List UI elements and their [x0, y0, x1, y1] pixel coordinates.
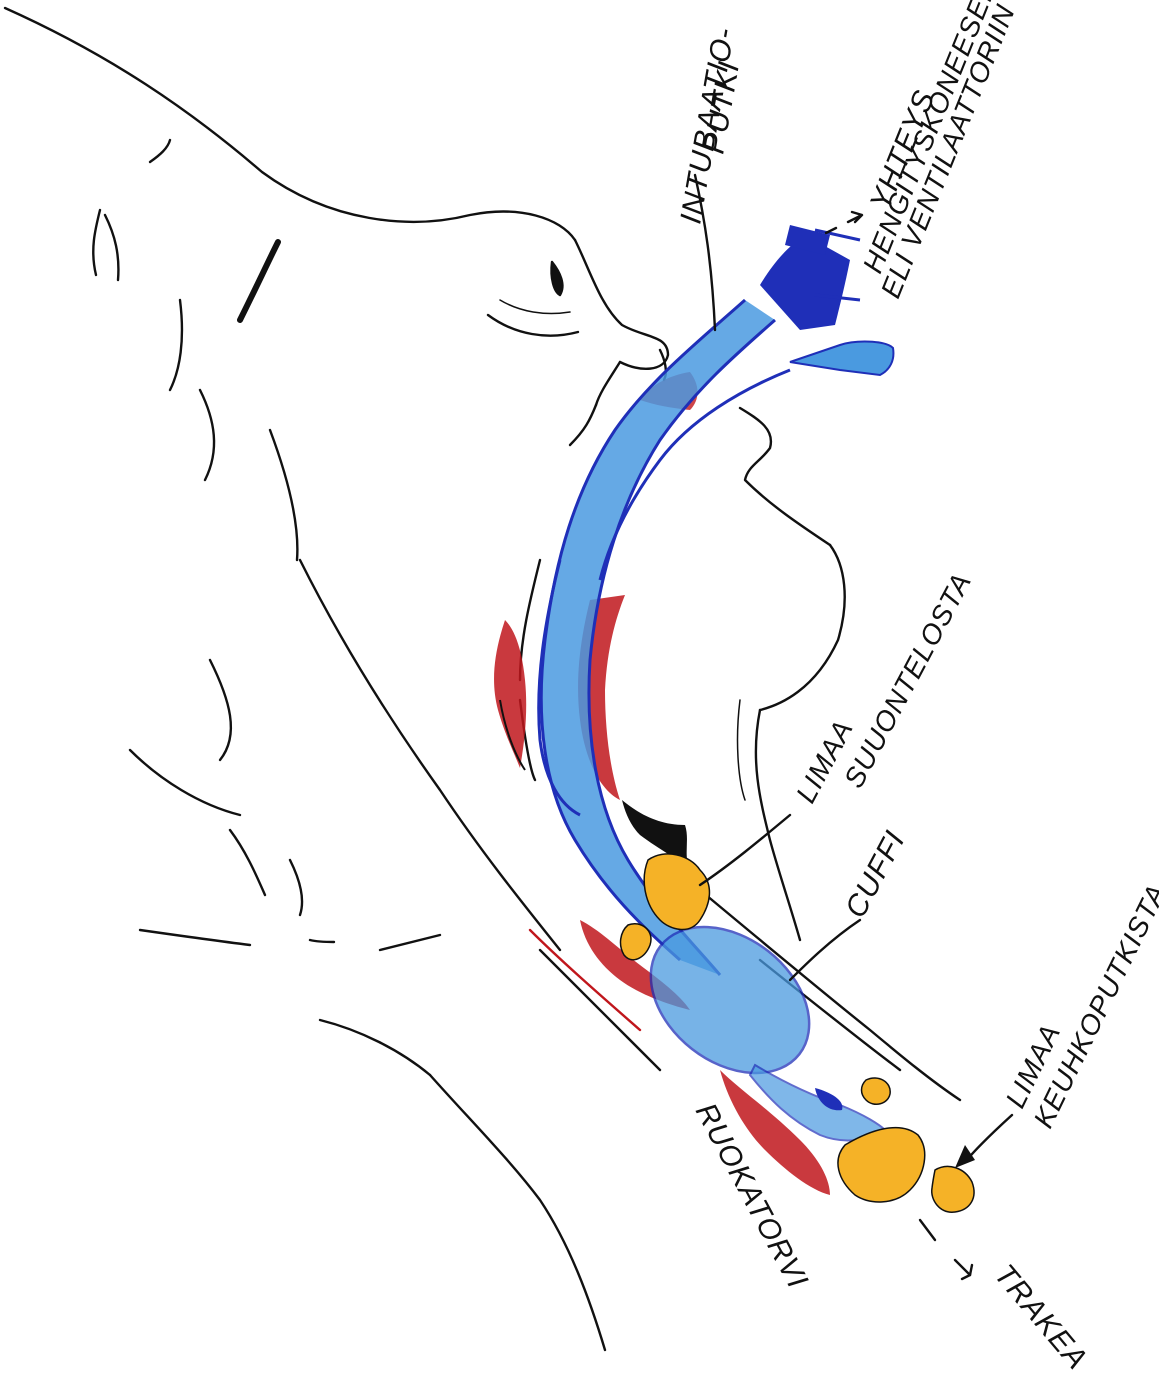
tissue-hatching — [494, 372, 830, 1195]
label-cuff: CUFFI — [839, 825, 912, 923]
label-mucus-sinus-2: SUUONTELOSTA — [838, 568, 977, 793]
head-outline — [5, 8, 972, 1350]
label-trachea: TRAKEA — [988, 1258, 1094, 1376]
label-mucus-bronchi-2: KEUHKOPUTKISTA — [1028, 879, 1159, 1133]
